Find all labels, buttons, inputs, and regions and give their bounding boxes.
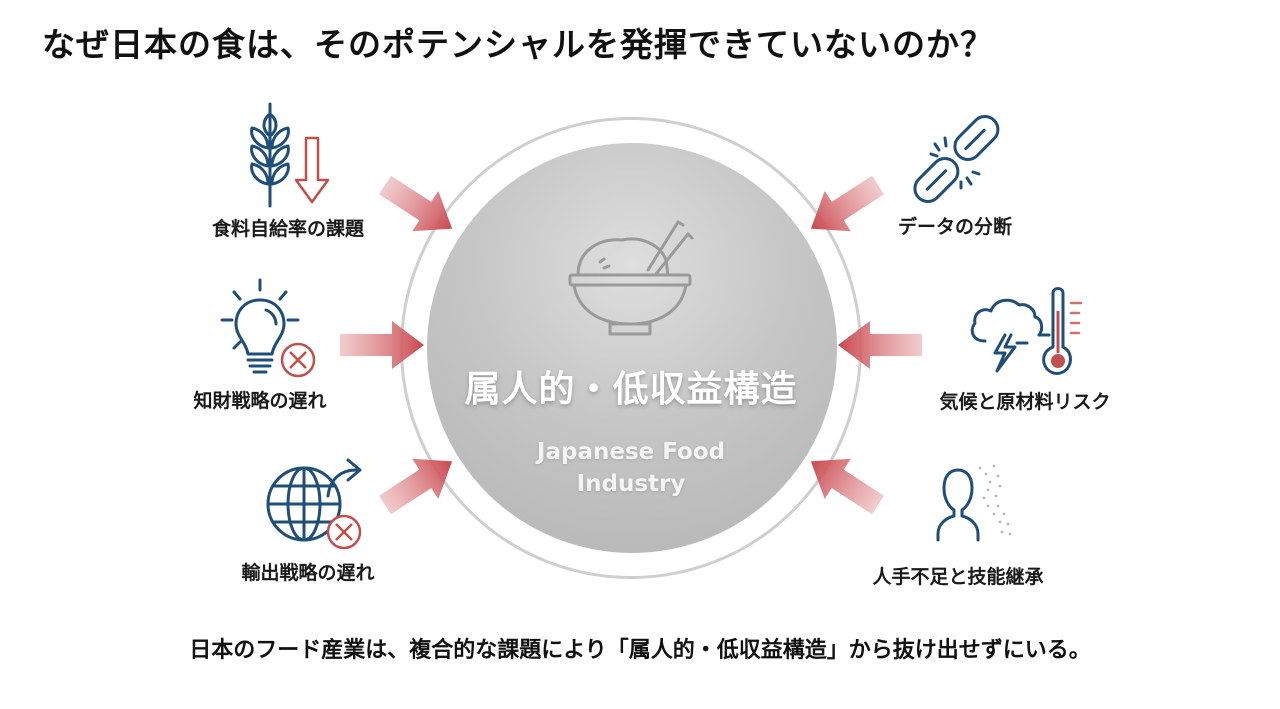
- center-sub-line2: Industry: [576, 471, 686, 497]
- factor-data-fragmentation: データの分断: [835, 108, 1075, 239]
- wheat-down-arrow-icon: [250, 102, 330, 208]
- factor-climate-risk: 気候と原材料リスク: [905, 283, 1145, 414]
- factor-labor-shortage: 人手不足と技能継承: [838, 458, 1078, 589]
- lightbulb-x-icon: [220, 278, 316, 378]
- center-main-label: 属人的・低収益構造: [464, 369, 798, 410]
- factor-label: 食料自給率の課題: [211, 218, 364, 240]
- factor-label: 輸出戦略の遅れ: [241, 562, 375, 584]
- footer-summary: 日本のフード産業は、複合的な課題により「属人的・低収益構造」から抜け出せずにいる…: [189, 638, 1091, 663]
- broken-chain-icon: [913, 115, 1000, 203]
- center-circle: [427, 143, 837, 553]
- person-fading-icon: [936, 464, 1012, 542]
- factor-food-self-sufficiency: 食料自給率の課題: [168, 100, 408, 241]
- globe-export-x-icon: [266, 458, 362, 550]
- center-sub-line1: Japanese Food: [536, 439, 726, 465]
- factor-label: 知財戦略の遅れ: [193, 390, 327, 412]
- factor-label: 気候と原材料リスク: [939, 391, 1111, 413]
- rice-bowl-icon: [568, 220, 694, 336]
- factor-label: 人手不足と技能継承: [872, 566, 1044, 588]
- center-sub-label: Japanese Food Industry: [400, 436, 862, 500]
- factor-label: データの分断: [897, 216, 1012, 238]
- storm-thermometer-icon: [970, 287, 1083, 375]
- page-title: なぜ日本の食は、そのポテンシャルを発揮できていないのか？: [42, 25, 994, 64]
- factor-export-strategy: 輸出戦略の遅れ: [188, 450, 428, 585]
- factor-ip-strategy: 知財戦略の遅れ: [140, 278, 380, 413]
